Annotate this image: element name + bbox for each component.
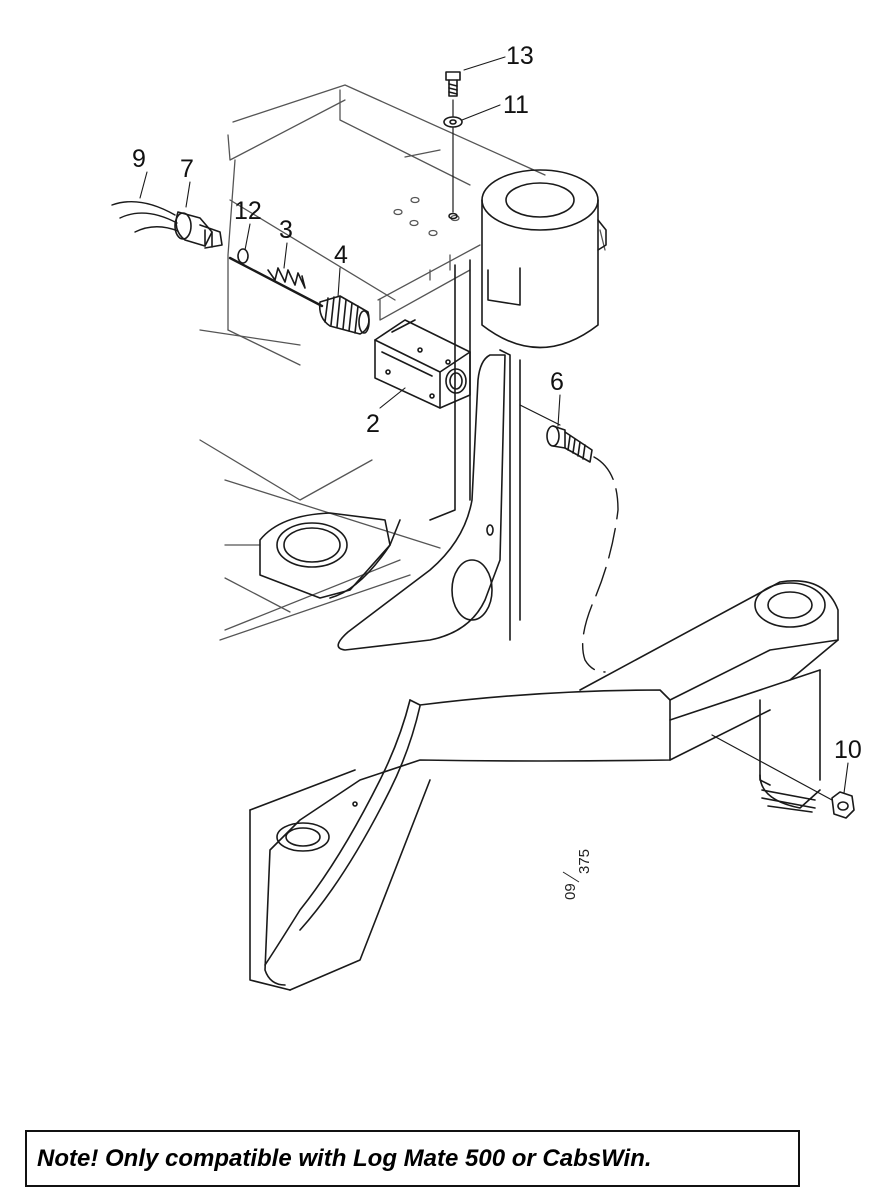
sensor-cable bbox=[582, 456, 619, 673]
assembly-line-10 bbox=[711, 734, 833, 801]
callout-10: 10 bbox=[834, 736, 862, 764]
callout-6: 6 bbox=[550, 368, 564, 396]
cable-rod bbox=[228, 256, 324, 308]
spring bbox=[267, 267, 306, 289]
screw-13 bbox=[445, 71, 461, 97]
callout-3: 3 bbox=[279, 216, 293, 244]
swing-arm bbox=[249, 580, 839, 991]
washer-12 bbox=[237, 248, 249, 264]
screw-hole bbox=[448, 212, 458, 220]
cable-gland bbox=[174, 211, 223, 249]
callout-11: 11 bbox=[503, 91, 529, 119]
callout-12: 12 bbox=[234, 197, 262, 225]
leader-lines bbox=[139, 56, 849, 794]
frame-line-a bbox=[519, 404, 561, 426]
cable bbox=[111, 200, 179, 233]
compatibility-note-box: Note! Only compatible with Log Mate 500 … bbox=[25, 1130, 800, 1187]
figure-ref-bottom: 375 bbox=[576, 849, 593, 874]
sensor-housing bbox=[374, 319, 471, 409]
sensor-screw-6 bbox=[546, 425, 593, 463]
callout-2: 2 bbox=[366, 410, 380, 438]
callout-labels: 13 11 9 7 12 3 4 2 6 10 bbox=[132, 42, 862, 764]
washer-11 bbox=[443, 116, 463, 128]
nut-10 bbox=[831, 791, 855, 819]
callout-9: 9 bbox=[132, 145, 146, 173]
callout-4: 4 bbox=[334, 241, 348, 269]
callout-13: 13 bbox=[506, 42, 534, 70]
compatibility-note: Note! Only compatible with Log Mate 500 … bbox=[37, 1144, 652, 1172]
pivot-cylinder bbox=[481, 169, 607, 349]
callout-7: 7 bbox=[180, 155, 194, 183]
figure-reference: 09 375 bbox=[562, 849, 593, 900]
mounting-plate bbox=[259, 512, 391, 599]
threaded-sleeve bbox=[318, 295, 370, 335]
figure-ref-top: 09 bbox=[562, 883, 579, 900]
